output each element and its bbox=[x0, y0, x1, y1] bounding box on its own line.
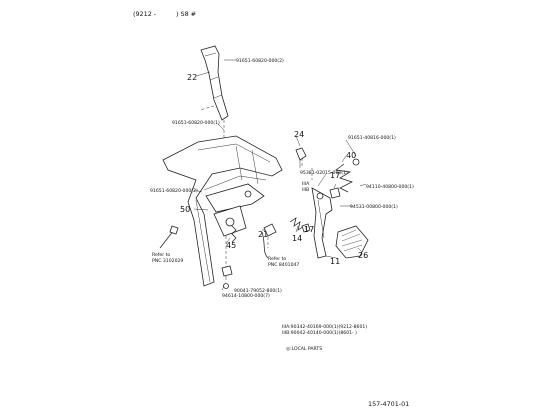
refer-note-1-pnc: PNC 3102029 bbox=[152, 258, 183, 264]
part-number-label: 91651-60820-000(2) bbox=[236, 58, 284, 64]
part-21-clip bbox=[263, 223, 277, 237]
wire-harness bbox=[261, 231, 269, 259]
mark-iiia: IIIA bbox=[302, 181, 310, 187]
callout-40: 40 bbox=[346, 151, 356, 160]
header-code: ) S8 # bbox=[176, 10, 196, 18]
pedal-bracket-frame bbox=[162, 135, 283, 287]
part-17-bolt-upper bbox=[329, 187, 341, 199]
part-number-label: 94110-40800-000(1) bbox=[366, 184, 414, 190]
part-number-label: 90041-79052-800(1) bbox=[234, 288, 282, 294]
part-number-label: 94531-00800-000(1) bbox=[350, 204, 398, 210]
callout-26: 26 bbox=[358, 251, 368, 260]
part-14-spring bbox=[289, 217, 305, 231]
lower-bolt-assembly bbox=[159, 225, 233, 289]
callout-11: 11 bbox=[330, 257, 340, 266]
callout-17-upper: 17 bbox=[330, 171, 340, 180]
part-number-label: 94614-10800-000(7) bbox=[222, 293, 270, 299]
callout-21: 21 bbox=[258, 230, 268, 239]
part-number-label: 95381-02015-000(1) bbox=[300, 170, 348, 176]
local-parts-note: ◎:LOCAL PARTS bbox=[286, 346, 322, 352]
refer-note-2-pnc: PNC 8401047 bbox=[268, 262, 299, 268]
callout-14: 14 bbox=[292, 234, 302, 243]
refer-note-1: Refer to bbox=[152, 252, 170, 258]
refer-note-2: Refer to bbox=[268, 256, 286, 262]
callout-45: 45 bbox=[226, 241, 236, 250]
guide-line bbox=[199, 105, 215, 111]
callout-50: 50 bbox=[180, 205, 190, 214]
callout-24: 24 bbox=[294, 130, 304, 139]
part-number-label: 91651-60820-000(2) bbox=[150, 188, 198, 194]
part-45-spring bbox=[231, 225, 237, 243]
part-22-bracket bbox=[200, 45, 229, 121]
footnote-iiia: IIIA:90342-40169-000(1)(9212-8601) bbox=[282, 324, 367, 330]
part-11-pedal-arm bbox=[311, 187, 333, 259]
leader-lines bbox=[193, 59, 367, 291]
part-40-spring bbox=[335, 158, 360, 193]
footnote-iiib: IIIB:90042-40140-000(1)(8601- ) bbox=[282, 330, 357, 336]
part-number-label: 91651-40816-000(1) bbox=[348, 135, 396, 141]
part-number-label: 91651-60820-000(1) bbox=[172, 120, 220, 126]
callout-22: 22 bbox=[187, 73, 197, 82]
page-code: 157-4701-01 bbox=[368, 400, 409, 408]
part-24-bolt bbox=[295, 147, 307, 168]
callout-17-lower: 17 bbox=[304, 225, 314, 234]
mark-iiib: IIIB bbox=[302, 187, 309, 193]
header-model-range: (9212 - bbox=[133, 10, 156, 18]
